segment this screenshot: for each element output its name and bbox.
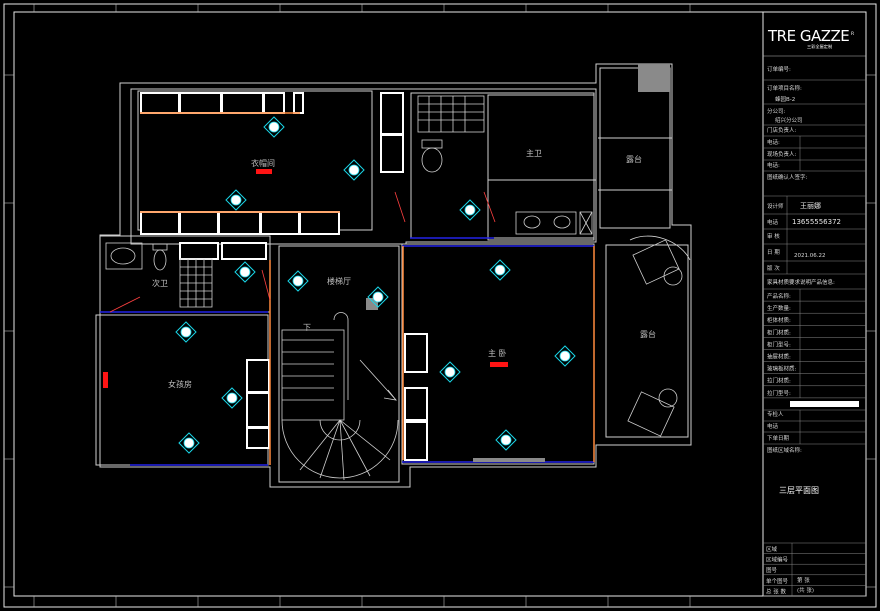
- phone-label-1: 电话:: [767, 138, 780, 146]
- phone-label-4: 电话: [767, 422, 779, 430]
- elevation-tag-icon: [459, 199, 481, 221]
- elevation-tag-icon: [225, 189, 247, 211]
- stair-down-label: 下: [303, 323, 311, 332]
- outer-frame: [3, 3, 877, 608]
- branch-label: 分公司:: [767, 107, 786, 115]
- shaft-block: [638, 64, 670, 92]
- room-labels: 衣帽间主卫露台次卫楼梯厅主 卧女孩房露台: [152, 148, 656, 389]
- room-label: 露台: [626, 154, 642, 164]
- project-name-label: 订单项目名称:: [767, 84, 802, 92]
- elevation-tag-icon: [287, 270, 309, 292]
- view-tags: [175, 116, 576, 454]
- product-row-label: 抽屉材质:: [767, 353, 791, 361]
- door-swings: [109, 191, 496, 313]
- inspector-label: 专检人: [767, 410, 784, 418]
- reviewer-label: 审 核: [767, 232, 780, 240]
- drawing-name-value: 三层平面图: [779, 486, 819, 495]
- branch-value: 绍兴分公司: [775, 116, 803, 124]
- elevation-tag-icon: [178, 432, 200, 454]
- product-row-label: 拉门材质:: [767, 377, 791, 385]
- product-row-label: 产品名称:: [767, 292, 791, 300]
- date-value: 2021.06.22: [794, 253, 826, 259]
- wardrobe-cabinets-side: [246, 92, 428, 461]
- accent-lines: [100, 112, 595, 466]
- date-label: 日 期: [767, 249, 780, 256]
- designer-value: 王丽娜: [800, 201, 821, 210]
- brand-registered-mark: R: [851, 31, 854, 37]
- phone-label-3: 电话: [767, 218, 779, 226]
- elevation-tag-icon: [175, 321, 197, 343]
- room-label: 露台: [640, 329, 656, 339]
- elevation-tag-icon: [221, 387, 243, 409]
- brand-logo-text: TRE GAZZE: [767, 27, 849, 45]
- total-sheets-label: (共 张): [797, 586, 814, 594]
- elevation-tag-icon: [234, 261, 256, 283]
- product-info-label: 家具材质要求说明产品信息:: [767, 278, 835, 286]
- room-label: 次卫: [152, 278, 168, 288]
- room-label: 衣帽间: [251, 158, 275, 168]
- project-name-value: 蜂园B-2: [775, 95, 795, 103]
- order-number-label: 订单编号:: [767, 65, 791, 73]
- sheet-row-label: 区域: [766, 545, 778, 553]
- elevation-tag-icon: [439, 361, 461, 383]
- staircase: [281, 312, 399, 481]
- product-row-label: 拉门型号:: [767, 389, 791, 397]
- room-label: 主 卧: [488, 348, 507, 358]
- product-row-label: 玻璃板材质:: [767, 365, 797, 373]
- elevation-tag-icon: [495, 429, 517, 451]
- red-marker-closet: [256, 169, 272, 174]
- sheet-number-label: 第 张: [797, 576, 810, 584]
- sheet-row-label: 单个图号: [766, 577, 789, 585]
- room-label: 楼梯厅: [327, 276, 351, 286]
- master-bath-fixtures: [417, 95, 593, 235]
- confirm-signature-label: 图纸确认人签字:: [767, 173, 808, 181]
- product-row-label: 生产数量:: [767, 304, 791, 312]
- order-date-label: 下单日期: [767, 434, 790, 442]
- product-row-label: 柜体材质:: [767, 316, 791, 324]
- room-label: 主卫: [526, 148, 542, 158]
- product-row-label: 柜门型号:: [767, 340, 791, 348]
- red-marker-master: [490, 362, 508, 367]
- window-sill: [473, 458, 545, 462]
- drawing-name-label: 图纸区域名称:: [767, 446, 802, 454]
- inner-frame: [13, 11, 867, 597]
- elevation-tag-icon: [263, 116, 285, 138]
- site-owner-label: 现场负责人:: [767, 150, 797, 158]
- product-row-label: 柜门材质:: [767, 328, 791, 336]
- store-owner-label: 门店负责人:: [767, 126, 797, 134]
- elevation-tag-icon: [367, 286, 389, 308]
- title-block: TRE GAZZE R 三彩全屋定制 订单编号: 订单项目名称: 蜂园B-2 分…: [762, 12, 866, 597]
- room-label: 女孩房: [168, 379, 192, 389]
- terrace-furniture: [627, 235, 691, 437]
- elevation-tag-icon: [554, 345, 576, 367]
- version-label: 版 次: [767, 264, 780, 272]
- wardrobe-cabinets-top: [140, 92, 304, 114]
- elevation-tag-icon: [489, 259, 511, 281]
- red-marker-girl-room: [103, 372, 108, 388]
- sheet-row-label: 图号: [766, 566, 778, 574]
- blank-signature-bar: [790, 401, 859, 407]
- second-bath-fixtures: [105, 242, 213, 308]
- border-ruler: [4, 4, 876, 607]
- sheet-row-label: 总 张 数: [766, 587, 786, 595]
- phone-value-3: 13655556372: [792, 218, 841, 226]
- wardrobe-cabinets-bottom: [140, 211, 340, 260]
- brand-subtitle: 三彩全屋定制: [807, 43, 832, 50]
- product-info-rows: 产品名称: 生产数量: 柜体材质: 柜门材质: 柜门型号: 抽屉材质: 玻璃板材质: 拉门材质…: [763, 292, 866, 399]
- sheet-row-label: 区域编号: [766, 556, 789, 564]
- phone-label-2: 电话:: [767, 161, 780, 169]
- designer-label: 设计师: [767, 202, 784, 210]
- elevation-tag-icon: [343, 159, 365, 181]
